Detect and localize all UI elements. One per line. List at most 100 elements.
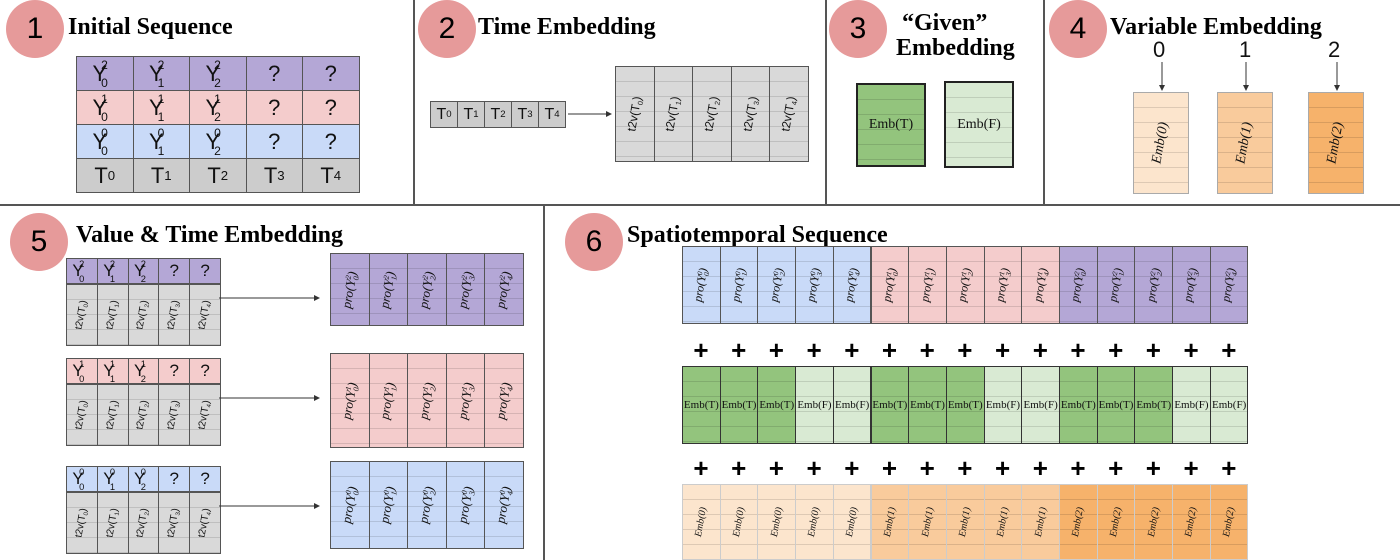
- top-row-bottom-border: [0, 204, 1400, 206]
- spatiotemporal-value-cell: pro(Y00): [682, 246, 721, 324]
- spatiotemporal-variable-cell: Emb(2): [1059, 484, 1098, 560]
- spatiotemporal-variable-cell: Emb(0): [832, 484, 872, 560]
- t2v-cell: t2v(T4): [189, 492, 221, 554]
- initial-seq-cell: ?: [302, 56, 360, 91]
- plus-sign: +: [768, 335, 784, 365]
- panel-title-variable-embedding: Variable Embedding: [1110, 14, 1322, 40]
- spatiotemporal-value-cell: pro(Y11): [908, 246, 947, 324]
- t2v-cell: t2v(T0): [66, 284, 98, 346]
- spatiotemporal-given-cell: Emb(T): [757, 366, 797, 444]
- t2v-cell: t2v(T3): [158, 284, 191, 346]
- plus-sign: +: [995, 453, 1011, 483]
- value-cell: ?: [158, 466, 191, 492]
- plus-sign: +: [1183, 335, 1199, 365]
- panel-title-initial-sequence: Initial Sequence: [68, 14, 233, 40]
- plus-sign: +: [1145, 335, 1161, 365]
- plus-sign: +: [957, 335, 973, 365]
- step-badge-5: 5: [10, 213, 68, 271]
- given-embedding-box: Emb(T): [856, 83, 926, 167]
- spatiotemporal-value-cell: pro(Y41): [1021, 246, 1060, 324]
- variable-index-label: 2: [1328, 37, 1341, 62]
- plus-sign: +: [1108, 453, 1124, 483]
- spatiotemporal-variable-cell: Emb(0): [719, 484, 759, 560]
- plus-sign: +: [1032, 335, 1048, 365]
- projected-value-cell: pro(Y10): [368, 461, 409, 549]
- spatiotemporal-variable-cell: Emb(0): [795, 484, 834, 560]
- spatiotemporal-given-cell: Emb(F): [795, 366, 834, 444]
- spatiotemporal-value-cell: pro(Y40): [832, 246, 872, 324]
- projected-value-cell: pro(Y01): [330, 353, 370, 448]
- initial-seq-cell: ?: [245, 124, 303, 159]
- spatiotemporal-given-cell: Emb(T): [719, 366, 759, 444]
- t2v-cell: t2v(T4): [189, 384, 221, 446]
- spatiotemporal-variable-cell: Emb(1): [945, 484, 985, 560]
- step-badge-4: 4: [1049, 0, 1107, 58]
- value-time-arrow-head: [314, 395, 320, 401]
- value-cell: ?: [158, 258, 191, 284]
- plus-sign: +: [1145, 453, 1161, 483]
- step-badge-2: 2: [418, 0, 476, 58]
- plus-sign: +: [1183, 453, 1199, 483]
- projected-value-cell: pro(Y30): [445, 461, 486, 549]
- t2v-cell: t2v(T0): [66, 384, 98, 446]
- step-badge-3: 3: [829, 0, 887, 58]
- plus-sign: +: [806, 335, 822, 365]
- panel-title-time-embedding: Time Embedding: [478, 14, 656, 40]
- panel-title-value-time-embedding: Value & Time Embedding: [76, 222, 343, 248]
- given-embedding-box: Emb(F): [944, 81, 1014, 168]
- divider-1-2: [413, 0, 415, 204]
- t2v-cell: t2v(T0): [66, 492, 98, 554]
- plus-sign: +: [693, 453, 709, 483]
- variable-index-arrow-head: [1334, 85, 1340, 91]
- projected-value-cell: pro(Y20): [407, 461, 447, 549]
- spatiotemporal-given-cell: Emb(T): [908, 366, 947, 444]
- time-embedding-arrow-head: [606, 111, 612, 117]
- projected-value-cell: pro(Y40): [484, 461, 524, 549]
- spatiotemporal-given-cell: Emb(F): [1021, 366, 1060, 444]
- spatiotemporal-value-cell: pro(Y42): [1209, 246, 1249, 324]
- plus-sign: +: [1221, 335, 1237, 365]
- value-time-arrow-head: [314, 295, 320, 301]
- plus-sign: +: [1070, 335, 1086, 365]
- value-cell: ?: [189, 358, 221, 384]
- spatiotemporal-given-cell: Emb(F): [832, 366, 872, 444]
- plus-sign: +: [806, 453, 822, 483]
- divider-2-3: [825, 0, 827, 204]
- spatiotemporal-given-cell: Emb(F): [1172, 366, 1211, 444]
- variable-index-arrow-head: [1159, 85, 1165, 91]
- variable-embedding-box: Emb(0): [1133, 92, 1189, 194]
- t2v-cell: t2v(T3): [158, 492, 191, 554]
- plus-sign: +: [881, 453, 898, 483]
- spatiotemporal-given-cell: Emb(F): [1209, 366, 1249, 444]
- spatiotemporal-value-cell: pro(Y21): [945, 246, 985, 324]
- spatiotemporal-value-cell: pro(Y20): [757, 246, 797, 324]
- panel-title-given-line1: “Given”: [902, 10, 988, 36]
- panel-title-spatiotemporal-sequence: Spatiotemporal Sequence: [627, 222, 888, 248]
- variable-embedding-box: Emb(1): [1217, 92, 1273, 194]
- plus-sign: +: [881, 335, 898, 365]
- variable-index-arrow-head: [1243, 85, 1249, 91]
- time2vec-output-cell: t2v(T2): [692, 66, 732, 162]
- projected-value-cell: pro(Y12): [368, 253, 409, 326]
- value-cell: ?: [189, 466, 221, 492]
- time2vec-output-cell: t2v(T1): [653, 66, 694, 162]
- spatiotemporal-value-cell: pro(Y22): [1134, 246, 1174, 324]
- spatiotemporal-variable-cell: Emb(1): [983, 484, 1023, 560]
- divider-3-4: [1043, 0, 1045, 204]
- projected-value-cell: pro(Y41): [484, 353, 524, 448]
- initial-seq-cell: ?: [245, 56, 303, 91]
- projected-value-cell: pro(Y32): [445, 253, 486, 326]
- projected-value-cell: pro(Y00): [330, 461, 370, 549]
- plus-sign: +: [844, 453, 860, 483]
